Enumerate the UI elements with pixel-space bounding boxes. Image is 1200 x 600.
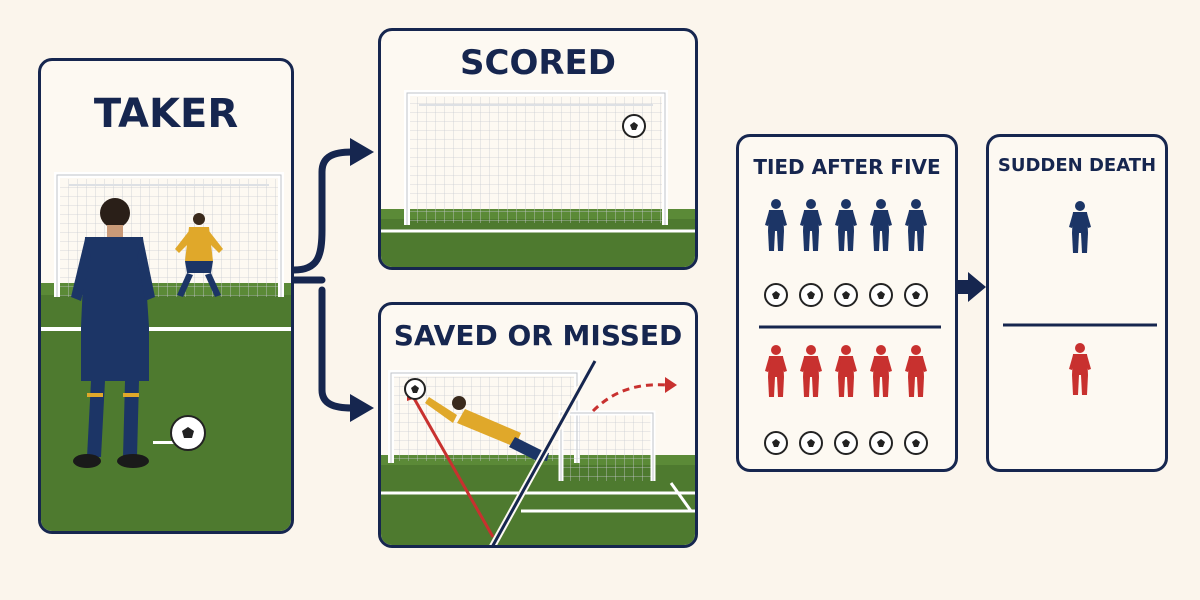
red-team-kick-ball-icon [904,431,928,455]
red-team-player-icon [800,345,822,397]
blue-team-kick-ball-icon [799,283,823,307]
tied-after-five-title: TIED AFTER FIVE [753,155,941,179]
blue-team-player-icon [765,199,787,251]
shot-path-missed [591,383,668,413]
saved-or-missed-title: SAVED OR MISSED [393,319,683,352]
blue-team-player-icon [905,199,927,251]
scored-title: SCORED [460,43,616,83]
goalkeeper-figure [175,213,223,297]
sudden-death-scene [1003,201,1157,395]
sudden-death-panel: SUDDEN DEATH [986,134,1168,472]
branch-connector [290,148,356,412]
blue-team-player-icon [800,199,822,251]
tied-after-five-panel: TIED AFTER FIVE [736,134,958,472]
blue-team-kick-ball-icon [869,283,893,307]
scored-panel: SCORED [378,28,698,270]
penalty-taker-figure [71,198,155,468]
tied-after-five-scene [759,199,941,455]
red-team-kick-ball-icon [834,431,858,455]
scored-scene [381,90,695,267]
saved-or-missed-panel: SAVED OR MISSED [378,302,698,548]
red-team-kick-ball-icon [799,431,823,455]
red-team-player-icon [905,345,927,397]
red-team-kick-ball-icon [764,431,788,455]
goal [404,90,668,225]
red-team-player-icon [765,345,787,397]
blue-team-kick-ball-icon [834,283,858,307]
red-team-kick-ball-icon [869,431,893,455]
grass [41,283,291,531]
taker-scene [41,172,291,531]
shot-path-saved [409,392,495,538]
blue-team-player-icon [835,199,857,251]
saved-or-missed-scene [381,359,695,545]
red-team-player-icon [835,345,857,397]
blue-team-kick-ball-icon [904,283,928,307]
blue-team-kick-ball-icon [764,283,788,307]
taker-panel: TAKER [38,58,294,534]
miss-goal [558,410,656,481]
ball-in-net [622,114,646,138]
saved-ball [404,378,426,400]
sudden-death-blue-player-icon [1069,201,1091,253]
blue-team-player-icon [870,199,892,251]
arrow-to-scored [350,138,374,166]
arrow-to-saved [350,394,374,422]
arrow-to-sudden-death [958,272,986,302]
red-team-player-icon [870,345,892,397]
sudden-death-title: SUDDEN DEATH [997,155,1157,176]
sudden-death-red-player-icon [1069,343,1091,395]
taker-title: TAKER [93,91,239,137]
ball [153,415,206,451]
